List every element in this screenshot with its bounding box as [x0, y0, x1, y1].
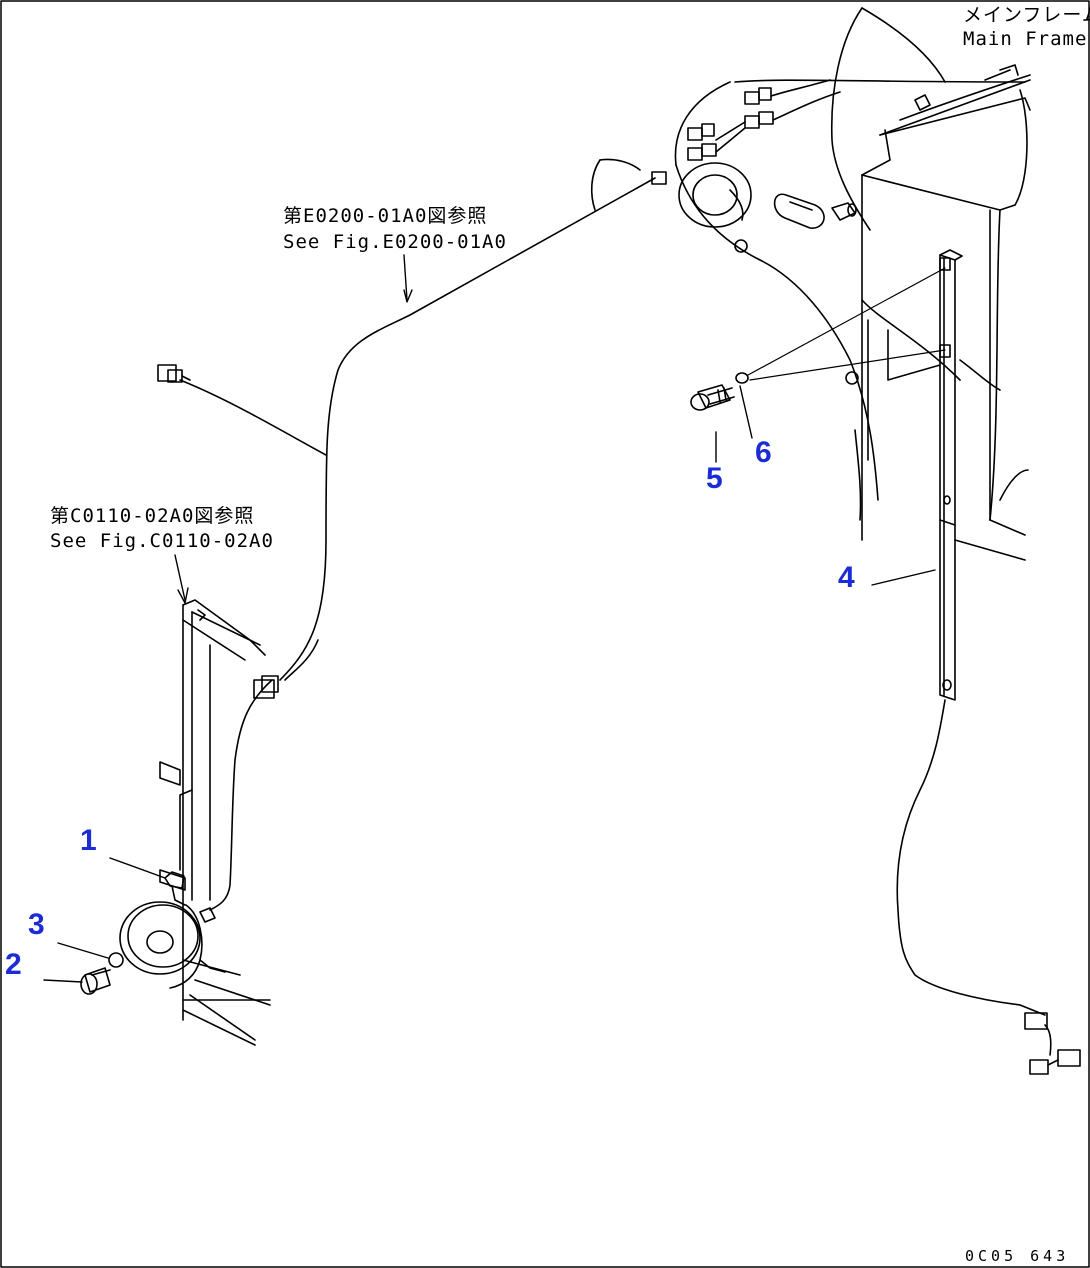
- washer-3: [108, 952, 124, 968]
- callout-2: 2: [5, 948, 22, 981]
- reference-e0200-jp: 第E0200-01A0図参照: [283, 205, 488, 227]
- drawing-code: 0C05 643: [965, 1247, 1070, 1265]
- bolt-2: [80, 967, 111, 995]
- assembly-line: [749, 349, 946, 381]
- bracket-4: [939, 249, 963, 701]
- reference-c0110-jp: 第C0110-02A0図参照: [50, 505, 255, 527]
- main-frame-label-en: Main Frame: [963, 28, 1088, 50]
- main-frame-label-jp: メインフレーム: [963, 4, 1090, 26]
- horn-bracket: [159, 599, 271, 1046]
- reference-c0110-en: See Fig.C0110-02A0: [50, 530, 274, 552]
- callout-6: 6: [755, 436, 772, 469]
- horn-1: [119, 871, 226, 989]
- callout-3: 3: [28, 908, 45, 941]
- reference-e0200-en: See Fig.E0200-01A0: [283, 231, 507, 253]
- wiring-harness: [157, 177, 1081, 1075]
- main-frame-outline: [590, 7, 1031, 561]
- callout-4: 4: [838, 561, 855, 594]
- assembly-line: [747, 267, 946, 376]
- callout-1: 1: [80, 824, 97, 857]
- leader-lines: [43, 254, 936, 983]
- bolt-5: [690, 384, 735, 411]
- washer-6: [735, 372, 749, 384]
- callout-5: 5: [706, 462, 723, 495]
